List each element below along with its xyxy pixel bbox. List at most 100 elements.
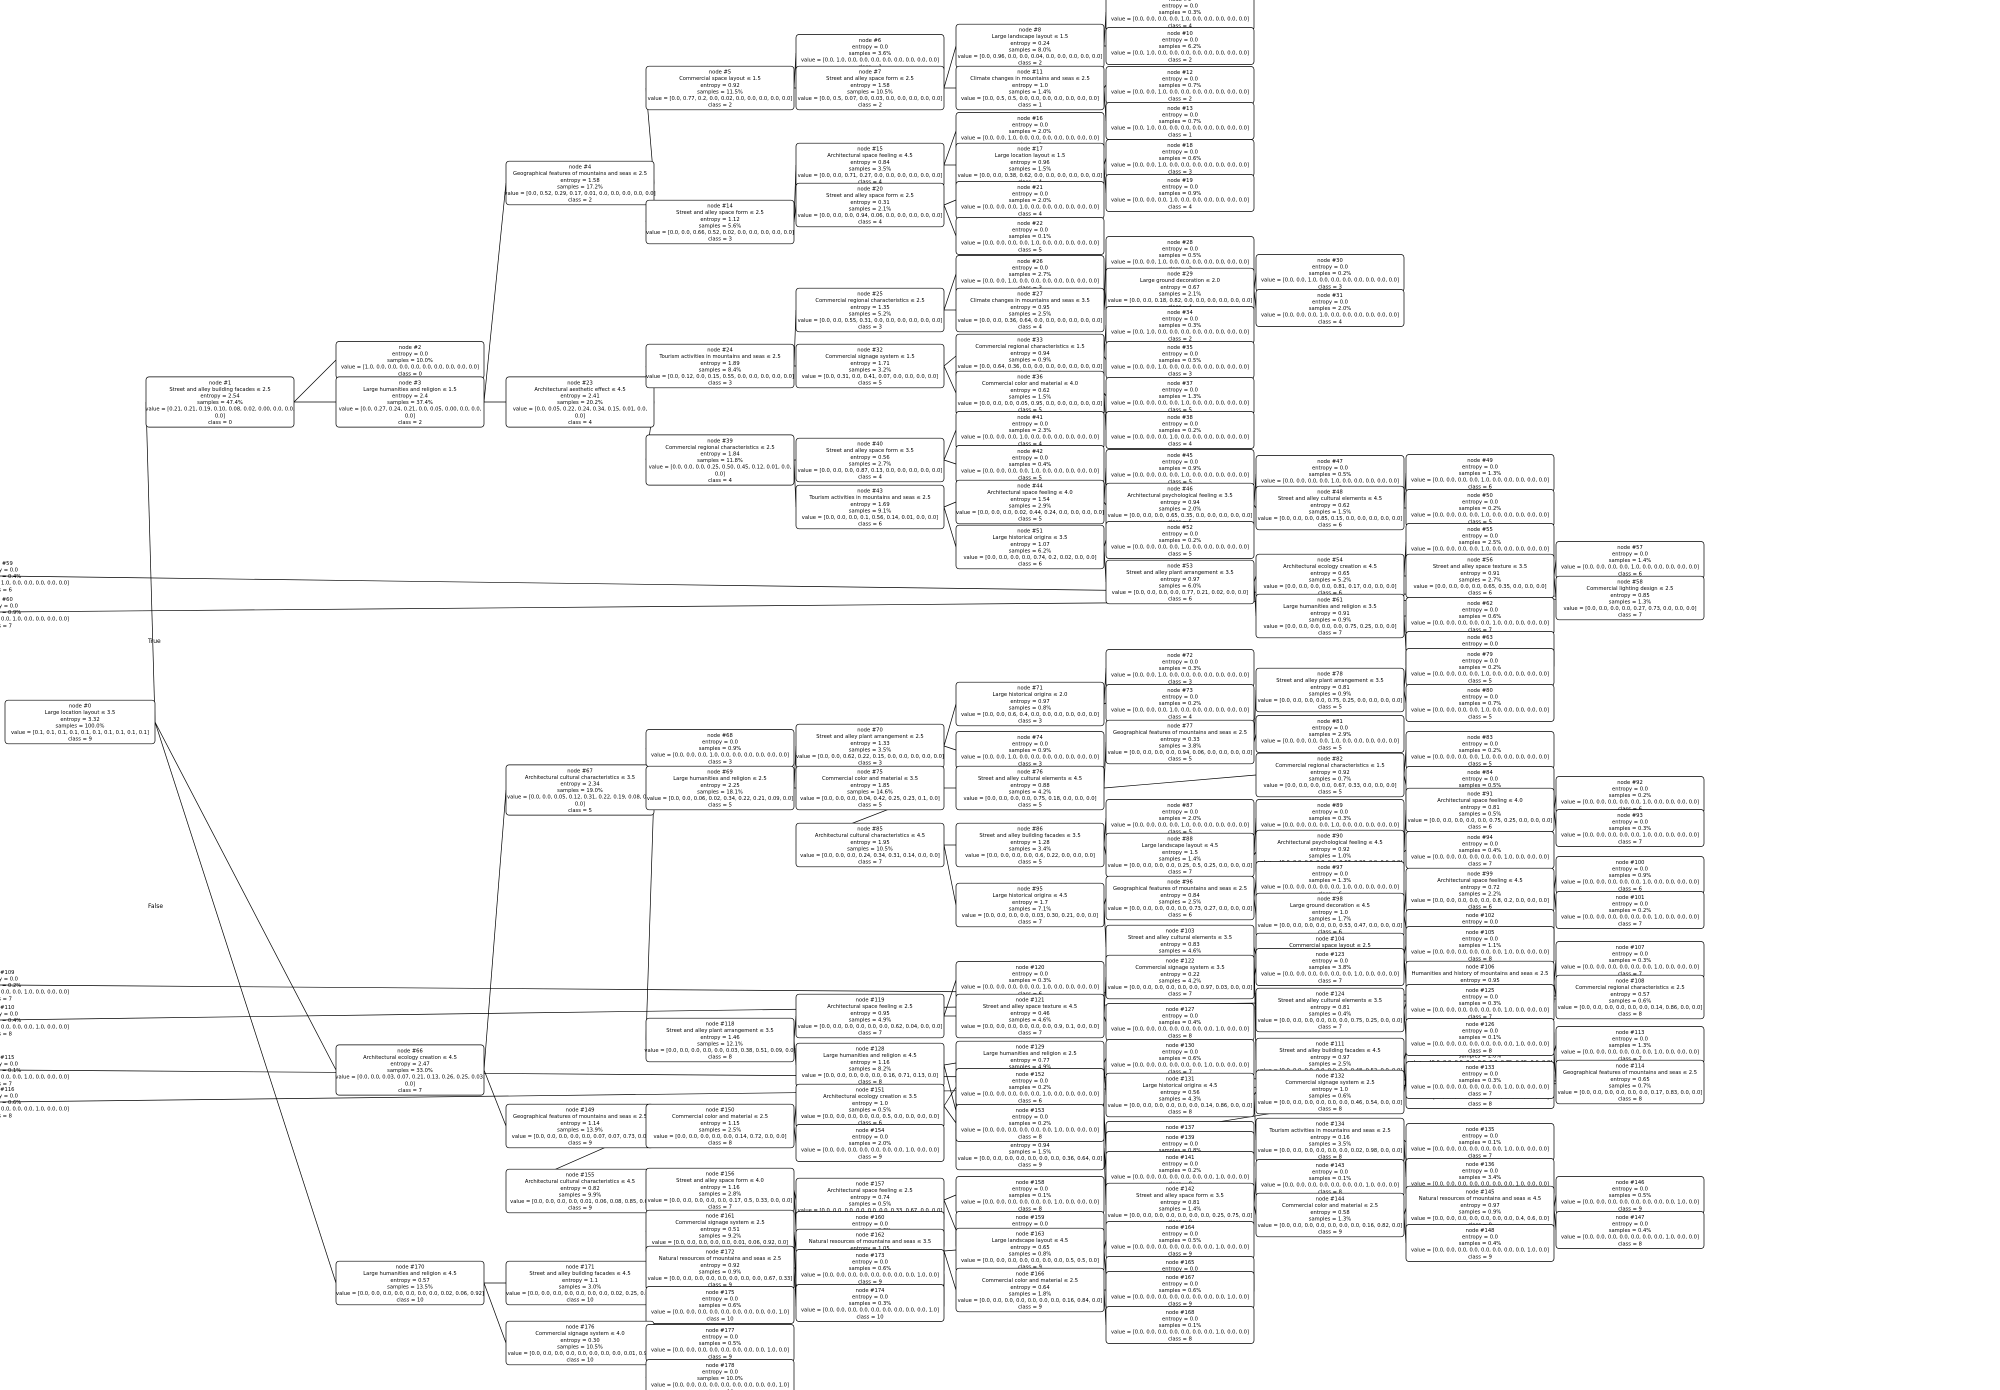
node-text-line: entropy = 0.0 [1162,1282,1198,1288]
node-text-line: value = [0.0, 0.0, 0.0, 0.0, 0.0, 0.0, 0… [651,1348,789,1354]
node-text-line: value = [0.0, 0.96, 0.0, 0.0, 0.04, 0.0,… [958,54,1103,60]
node-text-line: entropy = 0.0 [1162,1014,1198,1020]
node-text-line: Natural resources of mountains and seas … [659,1256,781,1262]
node-text-line: class = 6 [0,587,12,593]
node-id-label: node #133 [1466,1065,1495,1071]
node-text-line: entropy = 1.0 [1012,83,1048,89]
node-id-label: node #56 [1467,558,1493,564]
node-text-line: Commercial color and material ≤ 2.5 [982,1278,1078,1284]
node-text-line: value = [0.0, 0.0, 0.0, 0.0, 0.81, 0.17,… [1263,584,1396,590]
node-text-line: value = [0.0, 0.0, 1.0, 0.0, 0.0, 0.0, 0… [1111,260,1249,266]
node-text-line: entropy = 0.84 [1160,893,1200,899]
node-text-line: samples = 0.3% [849,1301,891,1307]
node-box [955,479,1105,525]
node-text-line: 0.0] [215,413,225,419]
node-text-line: samples = 0.1% [1009,234,1051,240]
node-text-line: entropy = 0.0 [1012,123,1048,129]
node-text-line: class = 5 [858,803,882,809]
node-text-line: samples = 0.3% [1009,978,1051,984]
node-text-line: entropy = 1.14 [560,1121,600,1127]
node-text-line: Architectural space feeling ≤ 2.5 [827,1004,912,1010]
node-text-line: samples = 2.2% [1459,891,1501,897]
node-text-line: Geographical features of mountains and s… [513,171,647,177]
node-text-line: class = 8 [1618,1097,1642,1103]
node-id-label: node #142 [1166,1187,1195,1193]
node-text-line: class = 5 [1318,745,1342,751]
node-text-line: class = 6 [858,1121,882,1127]
node-id-label: node #147 [1616,1215,1645,1221]
node-text-line: samples = 6.2% [1009,548,1051,554]
node-text-line: entropy = 0.24 [1010,41,1050,47]
node-id-label: node #73 [1167,688,1193,694]
node-id-label: node #70 [857,728,883,734]
node-text-line: entropy = 0.0 [1312,872,1348,878]
node-text-line: class = 6 [1318,930,1342,936]
node-box [795,1284,945,1322]
node-text-line: value = [0.0, 0.0, 0.0, 0.0, 0.0, 0.0, 0… [1411,1042,1549,1048]
node-text-line: value = [0.0, 0.0, 0.0, 0.0, 0.0, 0.0, 0… [0,1107,69,1113]
node-text-line: value = [0.0, 0.0, 0.0, 0.25, 0.50, 0.45… [649,465,792,471]
node-text-line: value = [0.0, 0.0, 1.0, 0.0, 0.0, 0.0, 0… [1111,163,1249,169]
node-text-line: samples = 1.8% [1009,1291,1051,1297]
node-text-line: samples = 37.4% [387,400,433,406]
node-box [955,993,1105,1039]
node-id-label: node #41 [1017,415,1043,421]
node-box [955,882,1105,928]
node-text-line: value = [0.0, 0.0, 0.0, 0.0, 0.0, 1.0, 0… [1561,833,1699,839]
node-id-label: node #26 [1017,259,1043,265]
node-id-label: node #5 [709,70,731,76]
node-text-line: samples = 0.1% [0,1068,21,1074]
node-text-line: value = [0.0, 0.0, 0.0, 0.0, 0.0, 0.73, … [1108,906,1253,912]
node-text-line: value = [0.0, 0.0, 1.0, 0.0, 0.0, 0.0, 0… [961,755,1099,761]
node-box [645,199,795,245]
node-text-line: class = 8 [1168,1336,1192,1342]
node-text-line: entropy = 1.0 [1312,1087,1348,1093]
node-text-line: Commercial regional characteristics ≤ 2.… [1575,985,1684,991]
node-text-line: value = [0.0, 0.0, 0.0, 0.0, 1.0, 0.0, 0… [1111,823,1249,829]
node-id-label: node #135 [1466,1127,1495,1133]
node-text-line: value = [0.0, 0.0, 0.0, 0.0, 0.0, 0.0, 0… [1561,1235,1699,1241]
node-text-line: samples = 0.2% [1609,908,1651,914]
node-box [1105,411,1255,449]
node-text-line: samples = 0.6% [1159,156,1201,162]
node-text-line: samples = 3.4% [1459,1175,1501,1181]
node-id-label: node #57 [1617,545,1643,551]
node-text-line: samples = 0.3% [1459,1001,1501,1007]
node-id-label: node #61 [1317,598,1343,604]
node-text-line: entropy = 0.88 [1010,783,1049,789]
node-text-line: class = 4 [858,220,883,226]
node-text-line: class = 8 [1468,1048,1492,1054]
node-text-line: entropy = 0.0 [1012,266,1048,272]
node-text-line: value = [0.0, 0.0, 0.0, 0.0, 0.0, 1.0, 0… [961,985,1099,991]
node-text-line: samples = 2.1% [1159,291,1201,297]
node-text-line: samples = 0.8% [1159,1148,1201,1154]
node-id-label: node #167 [1166,1275,1195,1281]
tree-edge [943,1105,957,1124]
tree-edge [645,789,655,1041]
node-text-line: class = 8 [1618,1241,1642,1247]
node-text-line: value = [0.0, 0.0, 0.55, 0.31, 0.0, 0.0,… [798,318,943,324]
node-text-line: class = 4 [858,475,883,481]
node-id-label: node #174 [856,1288,886,1294]
tree-edge [943,204,957,237]
node-text-line: entropy = 0.0 [1462,1169,1498,1175]
node-id-label: node #29 [1167,272,1193,278]
node-text-line: samples = 0.7% [1159,119,1201,125]
node-text-line: entropy = 0.0 [1162,185,1198,191]
node-text-line: class = 5 [1168,551,1192,557]
